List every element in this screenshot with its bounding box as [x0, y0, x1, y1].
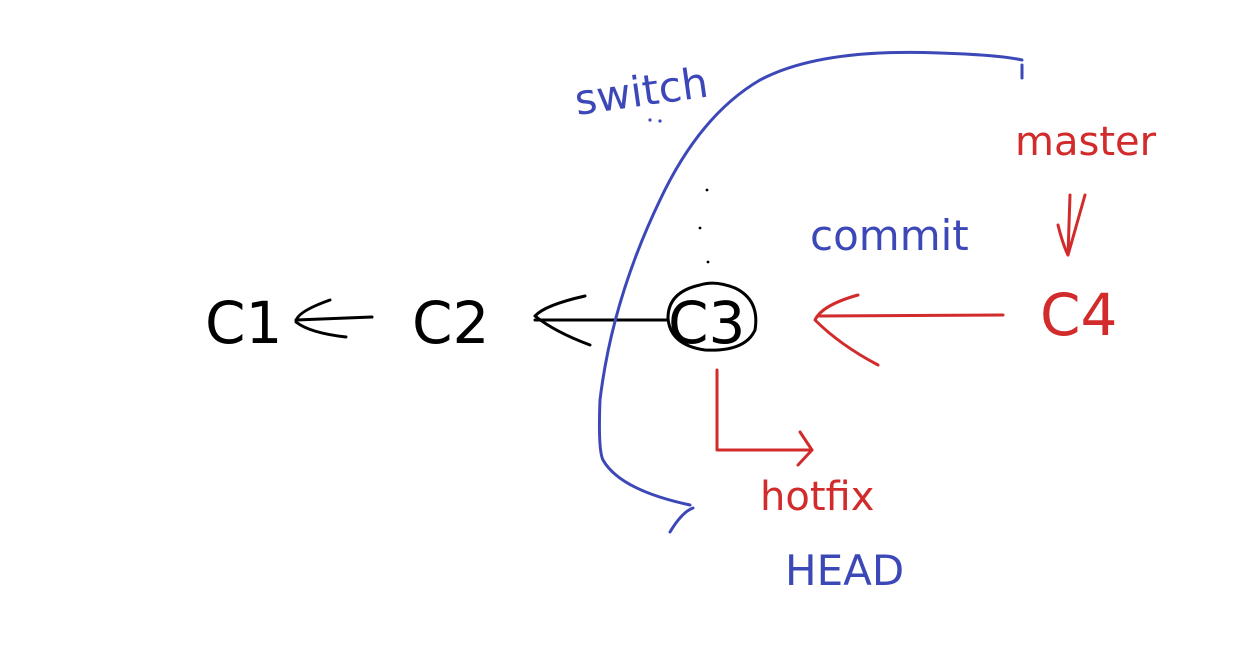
commit-c3-label: C3	[668, 289, 745, 357]
branch-master-label: master	[1015, 119, 1157, 165]
commit-c2-label: C2	[412, 289, 489, 357]
commit-c1-label: C1	[205, 289, 282, 357]
switch-label: switch	[572, 58, 712, 125]
arrow-c2-to-c1	[294, 298, 374, 339]
arrow-master-to-c4	[1056, 193, 1087, 257]
commit-action-label: commit	[810, 211, 969, 260]
commit-c4-label: C4	[1040, 281, 1117, 349]
arrow-c4-to-c3	[813, 293, 1005, 367]
arrow-hotfix-to-c3	[715, 368, 814, 467]
commit-c3-highlight	[666, 281, 758, 352]
head-label: HEAD	[785, 546, 904, 595]
branch-hotfix-label: hotfix	[760, 474, 874, 520]
switch-curve-arrow	[597, 50, 1024, 534]
dotted-marks	[648, 118, 710, 264]
arrow-c3-to-c2	[533, 294, 670, 347]
